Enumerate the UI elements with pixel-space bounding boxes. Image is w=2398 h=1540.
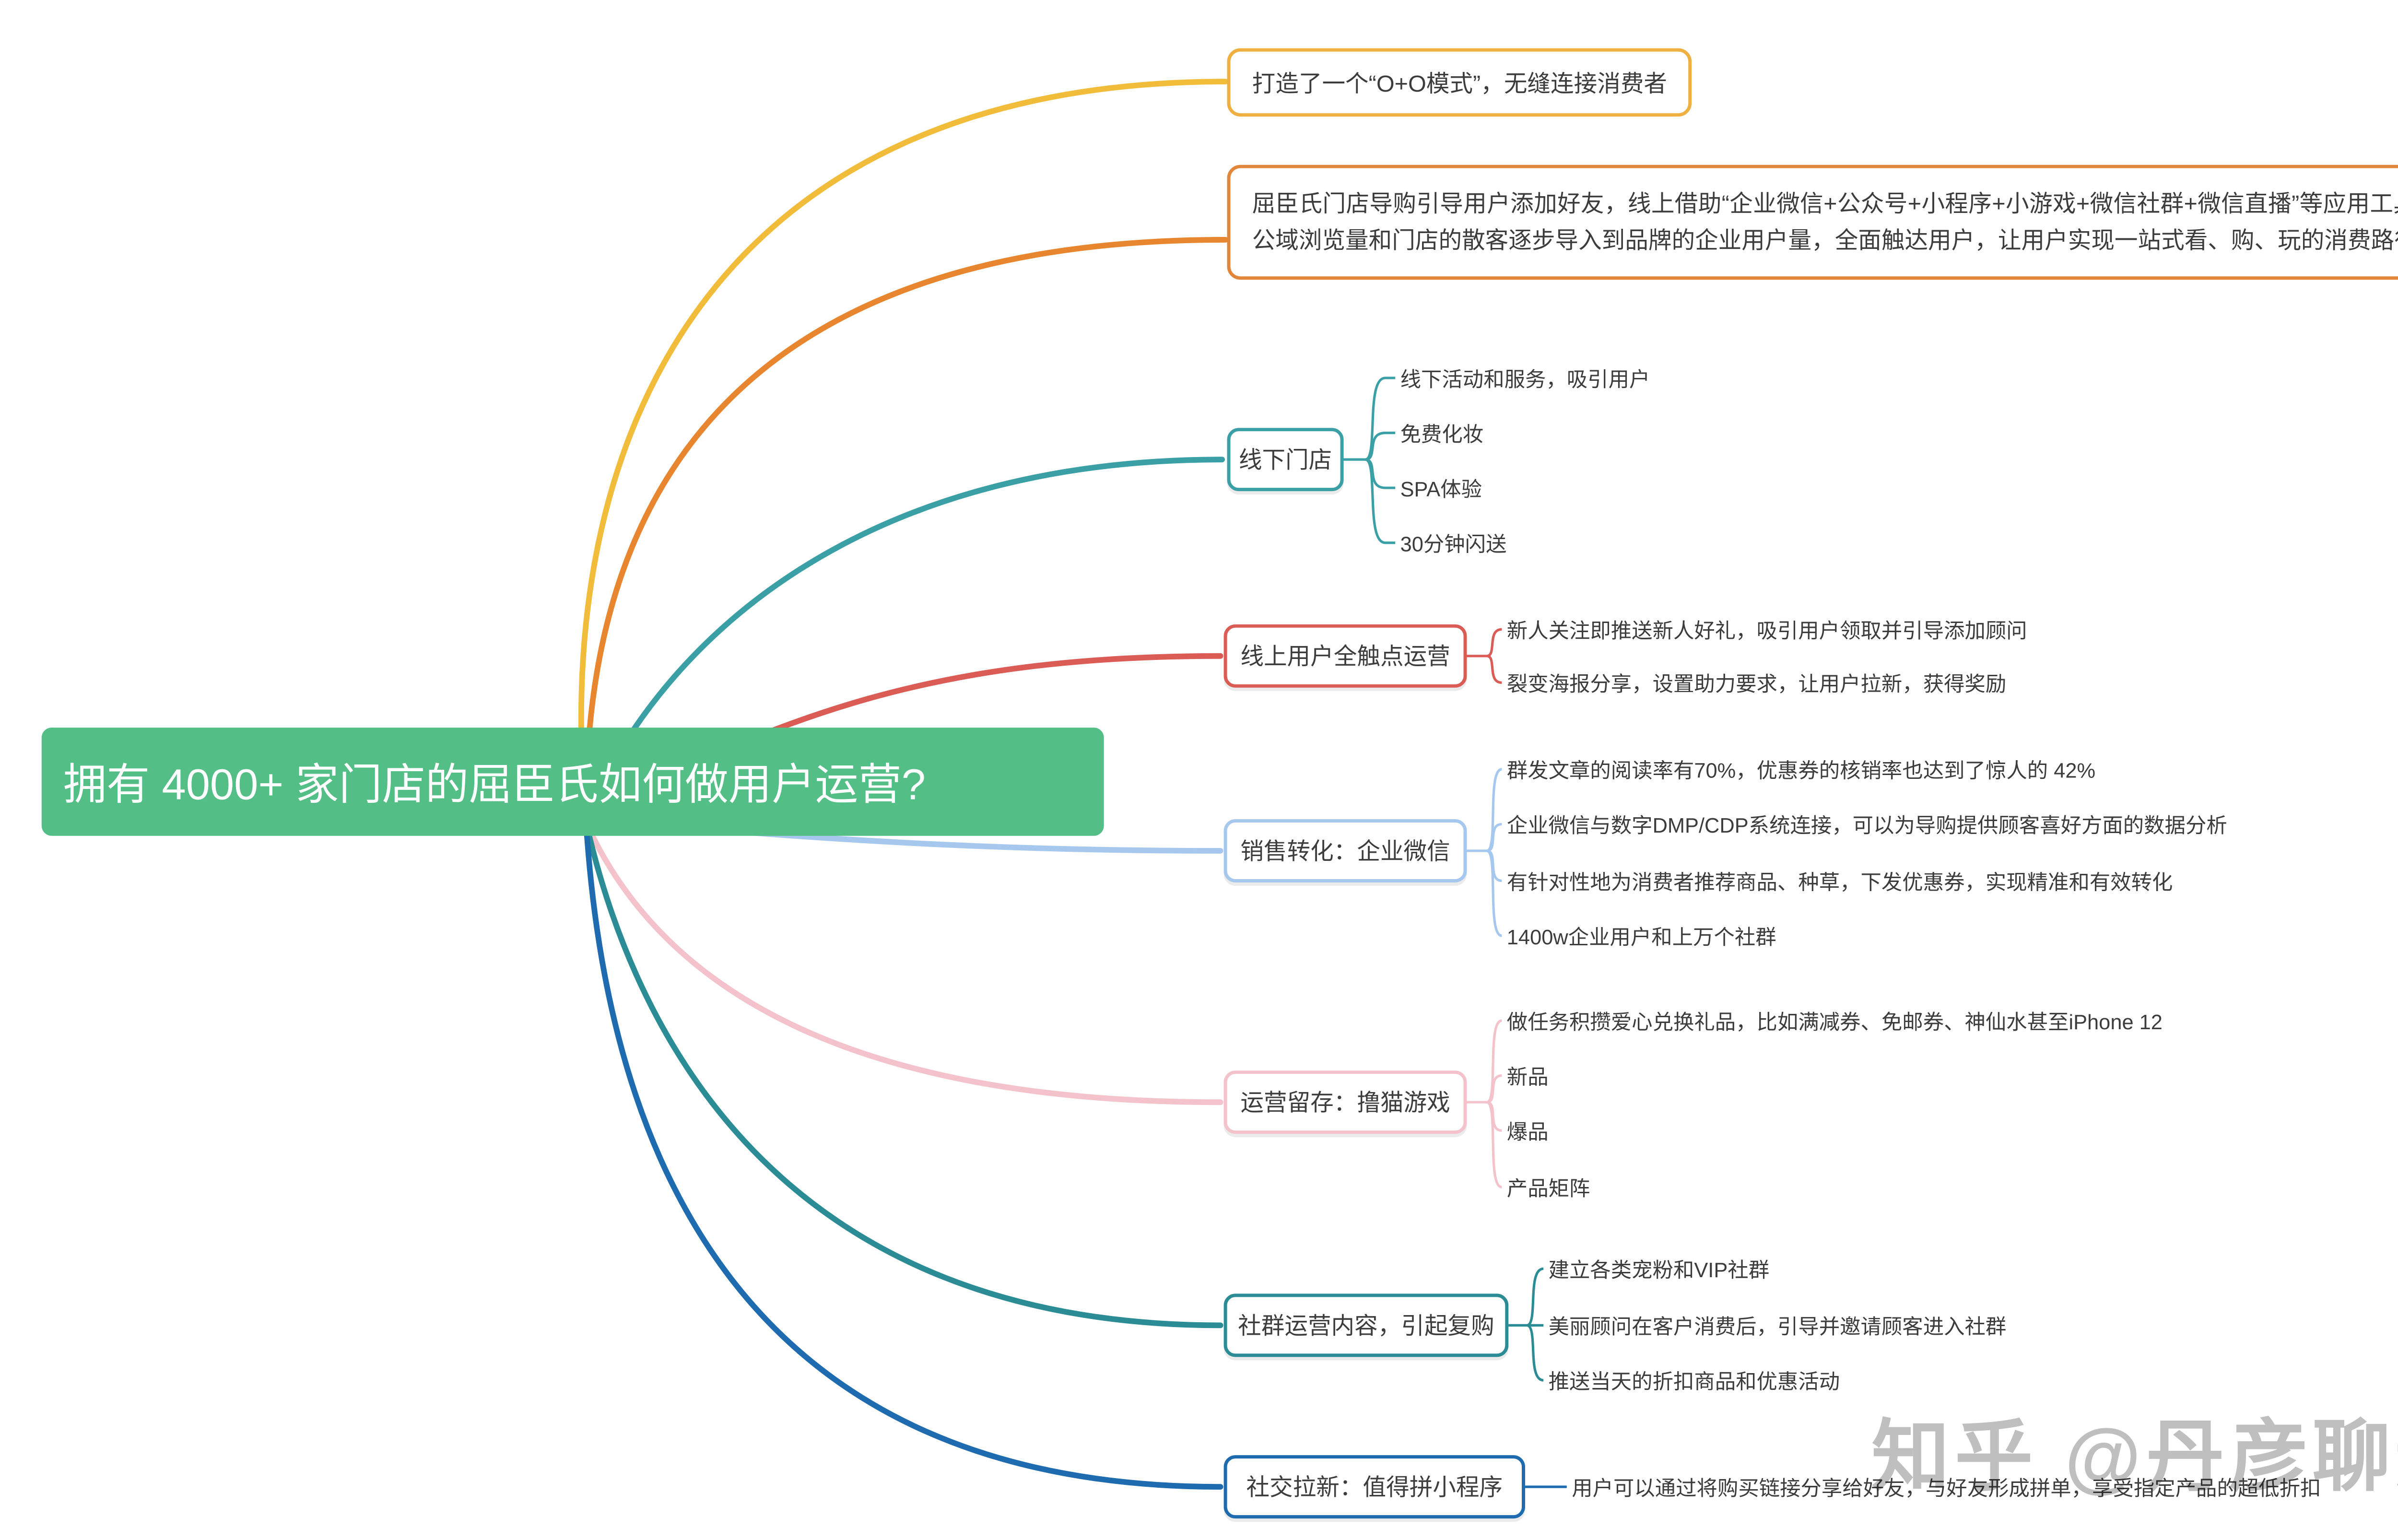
child-topic[interactable]: 线下活动和服务，吸引用户: [1400, 368, 1650, 392]
child-topic[interactable]: 30分钟闪送: [1400, 533, 1507, 556]
brace-child: [1365, 432, 1396, 461]
brace-child: [1364, 458, 1396, 544]
brace-child: [1486, 655, 1502, 684]
brace-child: [1526, 1324, 1544, 1382]
curve-floating-guide: [583, 237, 1228, 822]
brace-child: [1526, 1267, 1544, 1327]
brace-retention: [1467, 1019, 1503, 1188]
brace-child: [1486, 628, 1502, 658]
child-topic[interactable]: 免费化妆: [1400, 423, 1484, 447]
floating-topic-guide-text[interactable]: 屈臣氏门店导购引导用户添加好友，线上借助“企业微信+公众号+小程序+小游戏+微信…: [1227, 165, 2398, 280]
brace-child: [1486, 823, 1502, 852]
child-topic[interactable]: 1400w企业用户和上万个社群: [1506, 926, 1776, 950]
child-topic[interactable]: 有针对性地为消费者推荐商品、种草，下发优惠券，实现精准和有效转化: [1506, 871, 2173, 894]
brace-community: [1508, 1267, 1544, 1382]
branch-retention[interactable]: 运营留存：撸猫游戏: [1223, 1070, 1467, 1134]
child-topic[interactable]: 爆品: [1506, 1120, 1549, 1144]
child-topic[interactable]: 企业微信与数字DMP/CDP系统连接，可以为导购提供顾客喜好方面的数据分析: [1506, 814, 2227, 838]
curve-branch-retention: [583, 820, 1223, 1105]
curve-floating-oo: [578, 79, 1228, 822]
curve-branch-social-referral: [583, 820, 1223, 1490]
branch-online-touchpoint[interactable]: 线上用户全触点运营: [1223, 624, 1467, 688]
child-topic[interactable]: 产品矩阵: [1506, 1177, 1590, 1201]
child-topic[interactable]: 建立各类宠粉和VIP社群: [1548, 1258, 1770, 1282]
child-topic[interactable]: 做任务积攒爱心兑换礼品，比如满减券、免邮券、神仙水甚至iPhone 12: [1506, 1011, 2163, 1035]
brace-child: [1486, 768, 1503, 852]
child-topic[interactable]: 群发文章的阅读率有70%，优惠券的核销率也达到了惊人的 42%: [1506, 759, 2096, 783]
root-topic[interactable]: 拥有 4000+ 家门店的屈臣氏如何做用户运营?: [41, 728, 1104, 836]
brace-sales-conversion: [1467, 768, 1503, 937]
branch-community[interactable]: 社群运营内容，引起复购: [1223, 1293, 1509, 1357]
child-topic[interactable]: 美丽顾问在客户消费后，引导并邀请顾客进入社群: [1548, 1315, 2007, 1339]
brace-online-touchpoint: [1467, 628, 1502, 684]
brace-child: [1486, 1101, 1503, 1188]
branch-social-referral[interactable]: 社交拉新：值得拼小程序: [1223, 1455, 1525, 1519]
child-topic[interactable]: SPA体验: [1400, 478, 1482, 502]
branch-offline-store[interactable]: 线下门店: [1227, 428, 1344, 492]
child-topic[interactable]: 裂变海报分享，设置助力要求，让用户拉新，获得奖励: [1506, 672, 2007, 696]
brace-offline-store: [1340, 376, 1396, 544]
zhihu-watermark: 知乎 @丹彦聊运营: [1871, 1411, 2398, 1500]
brace-child: [1486, 849, 1503, 937]
brace-child: [1486, 1074, 1502, 1104]
child-topic[interactable]: 新人关注即推送新人好礼，吸引用户领取并引导添加顾问: [1506, 619, 2027, 643]
child-topic[interactable]: 用户可以通过将购买链接分享给好友，与好友形成拼单，享受指定产品的超低折扣: [1572, 1477, 2321, 1501]
floating-topic-oo-mode[interactable]: 打造了一个“O+O模式”，无缝连接消费者: [1227, 48, 1693, 117]
branch-sales-conversion[interactable]: 销售转化：企业微信: [1223, 819, 1467, 882]
brace-child: [1486, 1019, 1503, 1104]
child-topic[interactable]: 新品: [1506, 1066, 1549, 1089]
child-topic[interactable]: 推送当天的折扣商品和优惠活动: [1548, 1370, 1840, 1394]
brace-child: [1364, 376, 1396, 461]
curve-branch-community: [583, 820, 1223, 1328]
